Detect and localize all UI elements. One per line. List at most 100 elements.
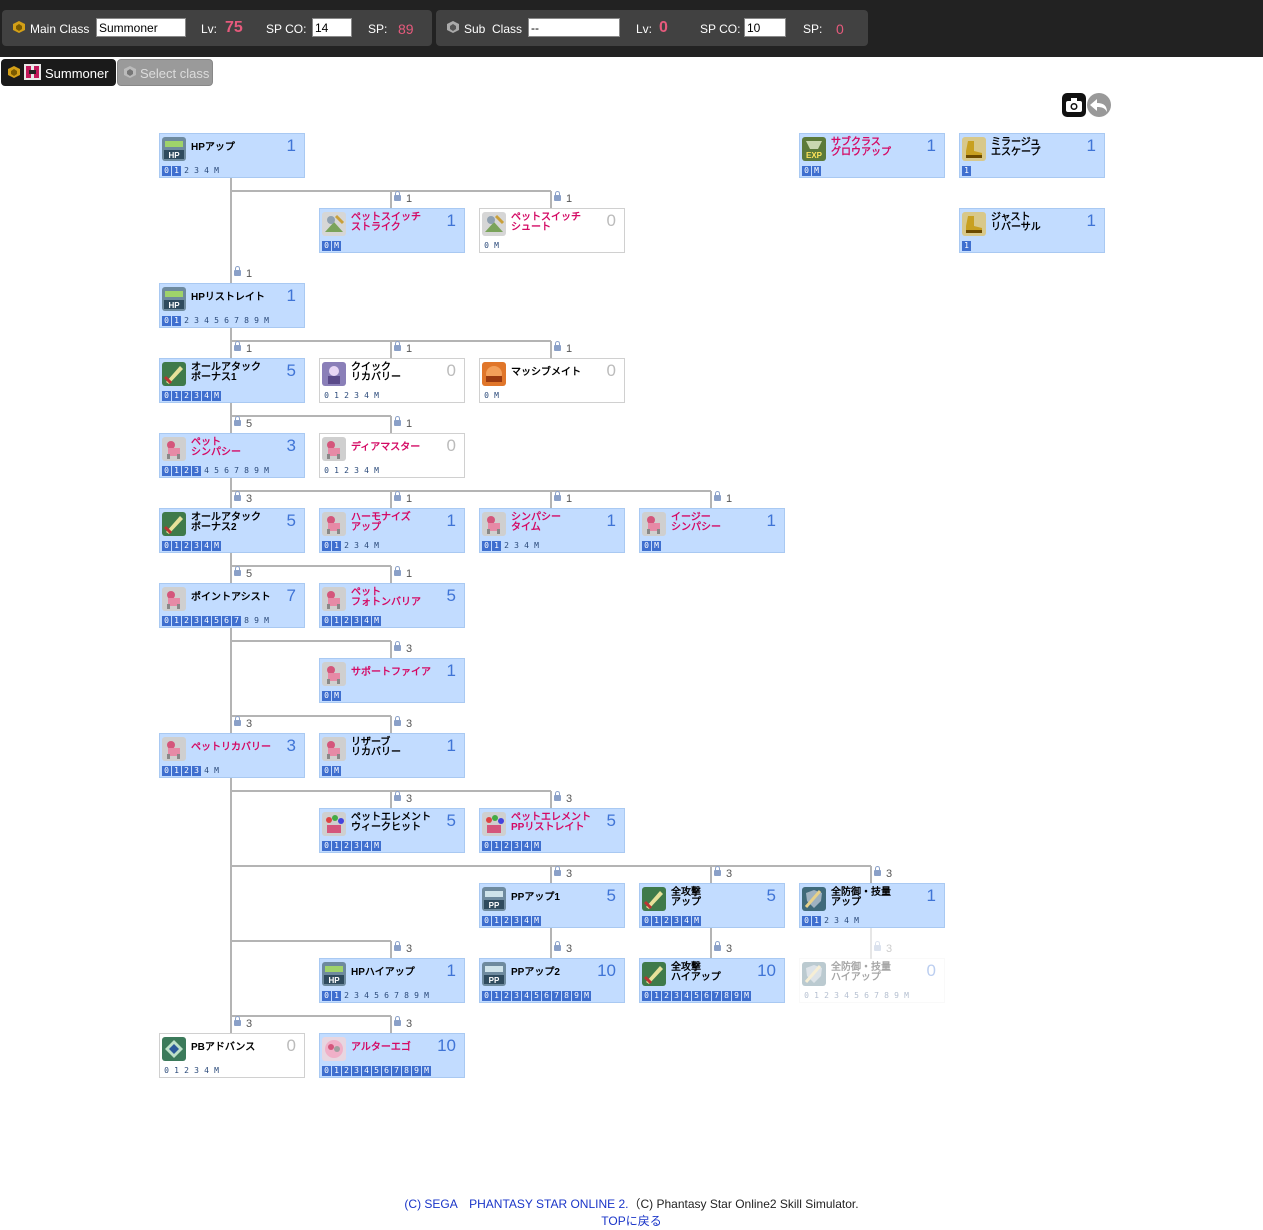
level-step[interactable]: 2	[824, 916, 829, 925]
level-step[interactable]: 2	[182, 391, 191, 401]
level-step[interactable]: 2	[182, 616, 191, 626]
level-step[interactable]: 4	[202, 541, 211, 551]
level-step[interactable]: 3	[512, 841, 521, 851]
level-step[interactable]: 4	[844, 916, 849, 925]
level-step[interactable]: 1	[172, 541, 181, 551]
level-step[interactable]: 3	[512, 991, 521, 1001]
level-step[interactable]: 3	[354, 391, 359, 400]
level-step[interactable]: 5	[374, 991, 379, 1000]
level-step[interactable]: 1	[172, 391, 181, 401]
level-step[interactable]: M	[212, 391, 221, 401]
level-step[interactable]: 8	[244, 466, 249, 475]
level-step[interactable]: M	[374, 466, 379, 475]
level-step[interactable]: 1	[812, 916, 821, 926]
level-step[interactable]: 4	[524, 541, 529, 550]
level-step[interactable]: 4	[682, 916, 691, 926]
level-step[interactable]: 3	[672, 991, 681, 1001]
level-step[interactable]: 2	[502, 991, 511, 1001]
level-step[interactable]: M	[854, 916, 859, 925]
level-step[interactable]: 0	[802, 916, 811, 926]
level-step[interactable]: 4	[364, 466, 369, 475]
level-step[interactable]: 3	[352, 841, 361, 851]
level-step[interactable]: 8	[884, 991, 889, 1000]
level-step[interactable]: 9	[732, 991, 741, 1001]
level-step[interactable]: 3	[354, 541, 359, 550]
level-step[interactable]: 8	[244, 316, 249, 325]
level-step[interactable]: 0	[484, 391, 489, 400]
level-step[interactable]: M	[532, 841, 541, 851]
level-step[interactable]: M	[332, 691, 341, 701]
level-step[interactable]: 4	[202, 391, 211, 401]
level-step[interactable]: M	[422, 1066, 431, 1076]
level-step[interactable]: M	[264, 616, 269, 625]
level-step[interactable]: M	[532, 916, 541, 926]
level-step[interactable]: 1	[492, 991, 501, 1001]
main-spco-input[interactable]	[312, 18, 352, 37]
level-step[interactable]: 4	[522, 916, 531, 926]
level-step[interactable]: 7	[234, 466, 239, 475]
level-step[interactable]: 1	[172, 166, 181, 176]
level-step[interactable]: 2	[502, 916, 511, 926]
level-step[interactable]: M	[534, 541, 539, 550]
level-step[interactable]: M	[742, 991, 751, 1001]
level-step[interactable]: M	[582, 991, 591, 1001]
level-step[interactable]: 8	[562, 991, 571, 1001]
level-step[interactable]: 1	[332, 616, 341, 626]
tab-main-class[interactable]: Summoner	[1, 59, 116, 86]
level-step[interactable]: 3	[352, 616, 361, 626]
level-step[interactable]: 5	[214, 316, 219, 325]
level-step[interactable]: 9	[572, 991, 581, 1001]
level-step[interactable]: M	[494, 391, 499, 400]
level-step[interactable]: 8	[402, 1066, 411, 1076]
level-step[interactable]: 5	[854, 991, 859, 1000]
level-step[interactable]: 4	[202, 616, 211, 626]
level-step[interactable]: 3	[194, 1066, 199, 1075]
level-step[interactable]: 1	[172, 316, 181, 326]
level-step[interactable]: 2	[662, 991, 671, 1001]
level-step[interactable]: 4	[362, 1066, 371, 1076]
level-step[interactable]: 1	[652, 991, 661, 1001]
level-step[interactable]: 1	[814, 991, 819, 1000]
level-step[interactable]: 0	[802, 166, 811, 176]
level-step[interactable]: 8	[244, 616, 249, 625]
level-step[interactable]: 0	[642, 916, 651, 926]
level-step[interactable]: 1	[334, 391, 339, 400]
level-step[interactable]: M	[264, 466, 269, 475]
level-step[interactable]: 0	[322, 541, 331, 551]
level-step[interactable]: M	[214, 166, 219, 175]
level-step[interactable]: 7	[394, 991, 399, 1000]
level-step[interactable]: 0	[324, 391, 329, 400]
level-step[interactable]: 3	[512, 916, 521, 926]
level-step[interactable]: M	[904, 991, 909, 1000]
level-step[interactable]: M	[214, 1066, 219, 1075]
level-step[interactable]: 1	[962, 166, 971, 176]
level-step[interactable]: 3	[834, 916, 839, 925]
level-step[interactable]: 3	[192, 541, 201, 551]
level-step[interactable]: 1	[172, 466, 181, 476]
level-step[interactable]: M	[264, 316, 269, 325]
level-step[interactable]: 0	[162, 466, 171, 476]
level-step[interactable]: 2	[824, 991, 829, 1000]
level-step[interactable]: 5	[372, 1066, 381, 1076]
level-step[interactable]: 0	[322, 766, 331, 776]
sub-class-input[interactable]	[528, 18, 620, 37]
level-step[interactable]: 2	[182, 541, 191, 551]
level-step[interactable]: 3	[192, 391, 201, 401]
level-step[interactable]: 4	[204, 466, 209, 475]
level-step[interactable]: 4	[364, 541, 369, 550]
level-step[interactable]: 3	[192, 766, 201, 776]
screenshot-button[interactable]	[1062, 93, 1086, 117]
